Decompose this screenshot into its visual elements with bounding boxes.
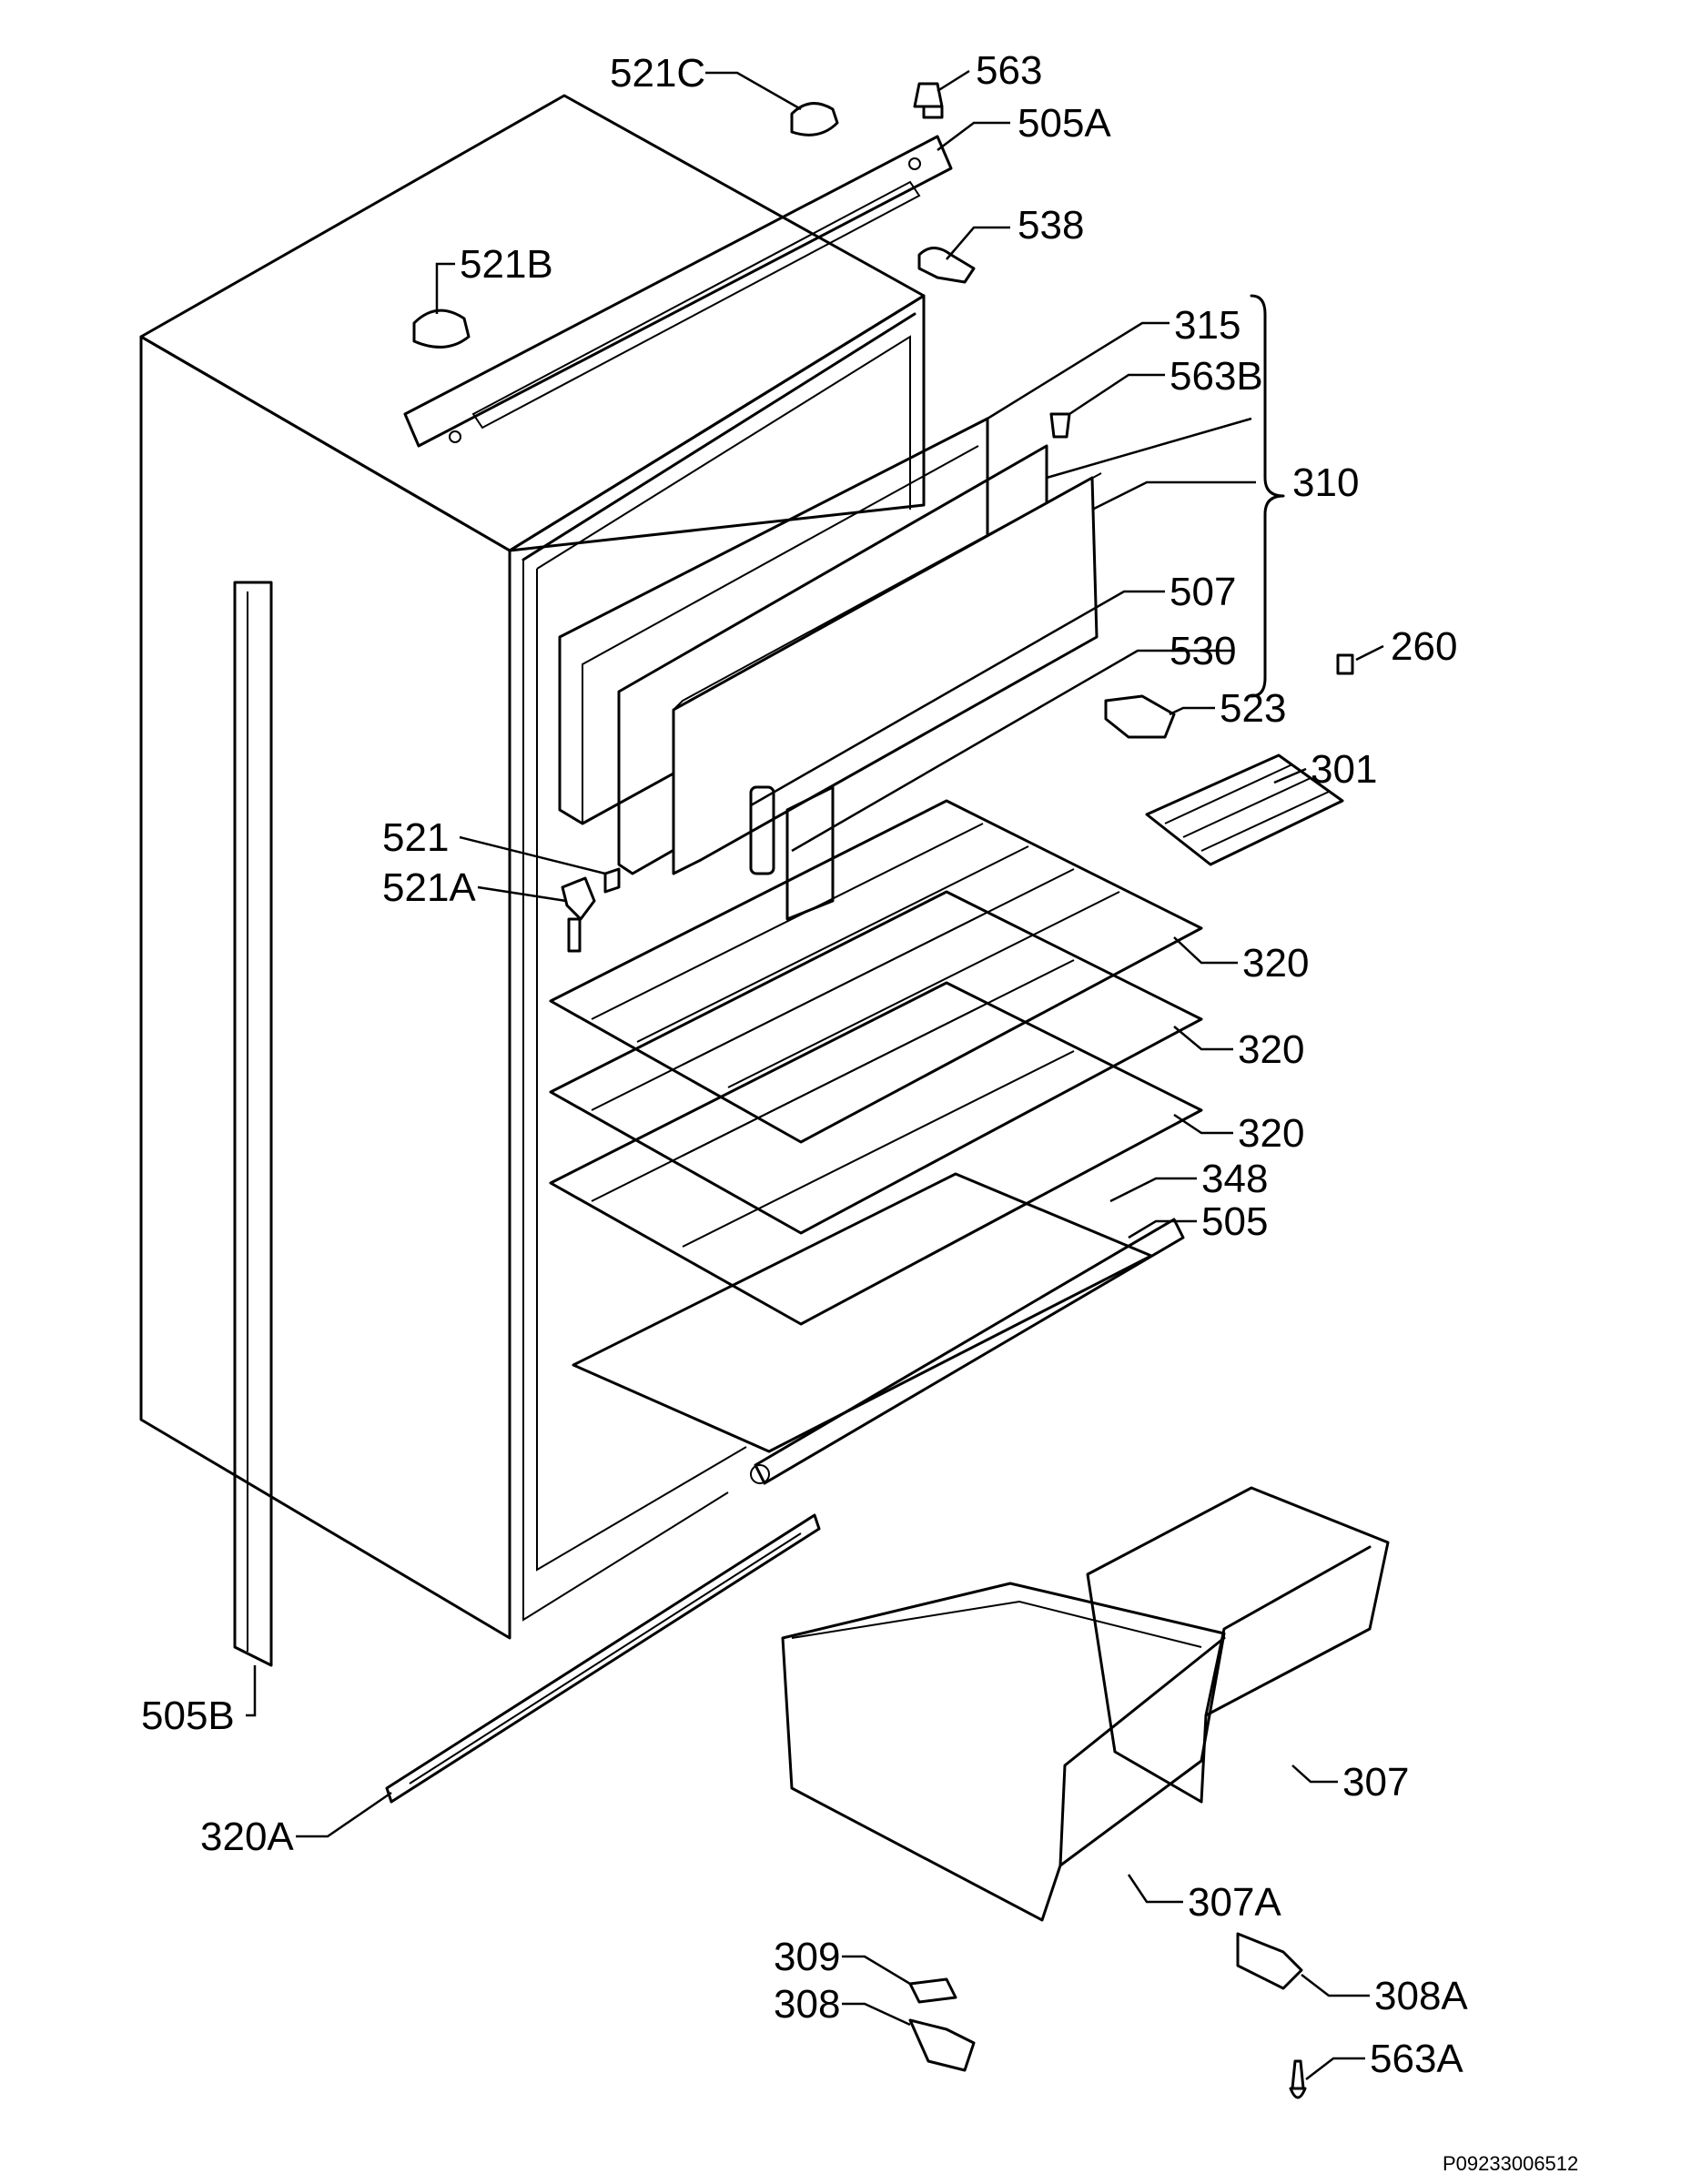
- wire-shelves: [549, 799, 1203, 1326]
- label-307: 307: [1342, 1760, 1409, 1805]
- cabinet-body: [139, 94, 926, 1640]
- ice-tray: [1145, 753, 1344, 866]
- label-320-middle: 320: [1238, 1027, 1304, 1072]
- top-hinge-bar: [403, 135, 953, 448]
- label-309: 309: [774, 1935, 840, 1979]
- label-320-upper: 320: [1242, 941, 1309, 986]
- label-523: 523: [1220, 686, 1286, 731]
- label-308: 308: [774, 1982, 840, 2027]
- bottom-rail: [385, 1513, 821, 1804]
- label-563b: 563B: [1170, 354, 1263, 399]
- label-260: 260: [1391, 624, 1457, 669]
- door-liner-panels: [558, 417, 1102, 875]
- label-348: 348: [1201, 1157, 1268, 1201]
- label-563: 563: [976, 48, 1042, 93]
- label-521b: 521B: [460, 242, 553, 287]
- label-315: 315: [1174, 303, 1240, 348]
- label-538: 538: [1018, 203, 1084, 248]
- label-507: 507: [1170, 570, 1236, 614]
- label-505b: 505B: [141, 1694, 235, 1738]
- label-521a: 521A: [382, 865, 476, 910]
- label-521c: 521C: [610, 51, 705, 96]
- small-fixings: [412, 82, 1354, 2099]
- door-seal-strip: [233, 581, 273, 1667]
- label-320-lower: 320: [1238, 1111, 1304, 1156]
- part-labels: 521C 563 505A 538 521B 315 563B 310 507 …: [141, 48, 1578, 2175]
- label-301: 301: [1311, 747, 1377, 792]
- part-group-bracket: [1250, 294, 1285, 698]
- label-505: 505: [1201, 1199, 1268, 1244]
- label-310: 310: [1292, 460, 1359, 505]
- crisper-drawers: [781, 1486, 1390, 1922]
- label-320a: 320A: [200, 1815, 294, 1859]
- label-530: 530: [1170, 629, 1236, 673]
- drawing-code: P09233006512: [1443, 2152, 1578, 2175]
- label-308a: 308A: [1374, 1974, 1468, 2018]
- label-505a: 505A: [1018, 101, 1111, 146]
- leader-lines: [246, 69, 1384, 2080]
- shelf-front-trim: [750, 1218, 1185, 1485]
- glass-shelf: [572, 1172, 1153, 1453]
- label-563a: 563A: [1370, 2037, 1463, 2081]
- label-307a: 307A: [1188, 1880, 1281, 1925]
- label-521: 521: [382, 815, 449, 860]
